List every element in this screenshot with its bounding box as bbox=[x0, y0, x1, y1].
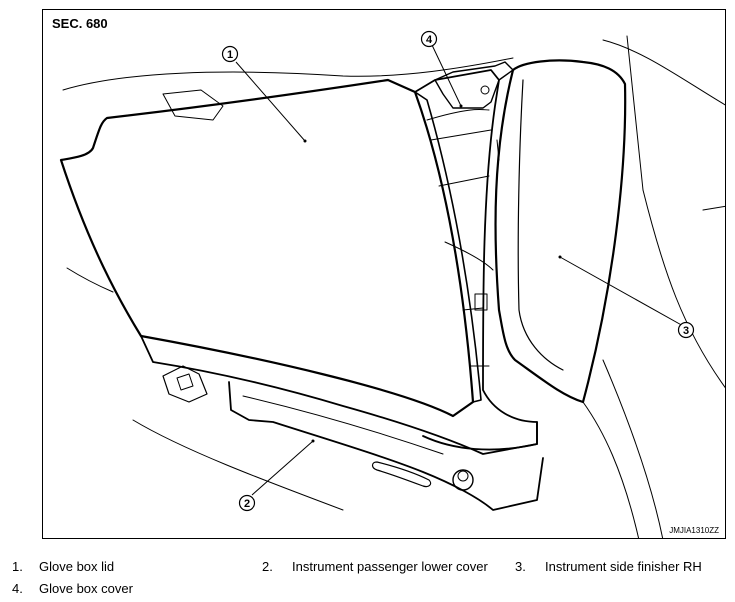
lower-cover-clip bbox=[162, 365, 208, 403]
leader-dot-4 bbox=[459, 104, 463, 108]
lid-thickness-edge bbox=[414, 91, 482, 403]
legend-label: Instrument passenger lower cover bbox=[292, 559, 488, 574]
legend-label: Glove box lid bbox=[39, 559, 115, 574]
callout-1: 1 bbox=[221, 45, 239, 63]
dash-contour-upper bbox=[62, 57, 514, 91]
legend-item-1: 1. Glove box lid bbox=[12, 559, 242, 577]
callout-4: 4 bbox=[420, 30, 438, 48]
leader-line-1 bbox=[235, 61, 306, 142]
leader-line-4 bbox=[431, 44, 462, 107]
dash-panel-right-5 bbox=[702, 205, 725, 211]
legend-item-2: 2. Instrument passenger lower cover bbox=[262, 559, 507, 577]
floor-contour bbox=[132, 419, 344, 511]
vent-outline bbox=[162, 89, 224, 121]
glove-box-illustration: 1 2 3 4 bbox=[59, 30, 725, 538]
dash-panel-right-3 bbox=[642, 189, 725, 389]
instrument-side-finisher bbox=[494, 59, 627, 404]
legend-item-4: 4. Glove box cover bbox=[12, 581, 242, 599]
legend-number: 4. bbox=[12, 581, 23, 596]
lower-cover-body bbox=[228, 381, 544, 511]
legend-number: 2. bbox=[262, 559, 273, 574]
lower-cover-fastener bbox=[452, 469, 474, 491]
instrument-passenger-lower-cover bbox=[140, 335, 538, 455]
lower-cover-inner-edge bbox=[242, 395, 444, 455]
legend-number: 3. bbox=[515, 559, 526, 574]
figure-code: JMJIA1310ZZ bbox=[669, 526, 719, 535]
dash-contour-lower bbox=[66, 267, 114, 293]
lower-cover-fastener-head bbox=[457, 470, 469, 482]
leader-dot-1 bbox=[303, 139, 307, 143]
frame-inner-5 bbox=[462, 307, 484, 311]
svg-text:2: 2 bbox=[244, 498, 250, 510]
svg-text:3: 3 bbox=[683, 325, 689, 337]
leader-dot-2 bbox=[311, 439, 315, 443]
leader-dot-3 bbox=[558, 255, 562, 259]
legend-number: 1. bbox=[12, 559, 23, 574]
glove-box-frame bbox=[414, 69, 538, 451]
callout-3: 3 bbox=[677, 321, 695, 339]
finisher-clip bbox=[474, 293, 488, 311]
svg-text:1: 1 bbox=[227, 49, 233, 61]
glove-box-lid bbox=[59, 78, 475, 418]
callout-2: 2 bbox=[238, 494, 256, 512]
dash-panel-right-6 bbox=[602, 359, 664, 538]
legend-item-3: 3. Instrument side finisher RH bbox=[515, 559, 725, 577]
frame-inner-2 bbox=[430, 129, 492, 141]
diagram-frame: 1 2 3 4 SEC. 680 JMJIA1310ZZ bbox=[42, 9, 726, 539]
section-label: SEC. 680 bbox=[52, 16, 108, 31]
legend-label: Glove box cover bbox=[39, 581, 133, 596]
frame-inner-4 bbox=[444, 241, 494, 271]
glove-box-cover bbox=[434, 61, 514, 109]
leader-line-3 bbox=[559, 256, 686, 328]
dash-panel-right-4 bbox=[582, 401, 640, 538]
lower-cover-clip-inner bbox=[176, 373, 194, 391]
svg-text:4: 4 bbox=[426, 34, 433, 46]
lower-cover-slot bbox=[371, 461, 432, 488]
leader-line-2 bbox=[251, 440, 314, 496]
dash-panel-right-1 bbox=[602, 39, 725, 106]
legend-label: Instrument side finisher RH bbox=[545, 559, 702, 574]
frame-inner-1 bbox=[426, 108, 490, 121]
cover-screw bbox=[480, 85, 490, 95]
dash-panel-right-2 bbox=[626, 35, 644, 191]
finisher-inner-edge bbox=[517, 79, 564, 371]
frame-inner-3 bbox=[438, 175, 490, 187]
